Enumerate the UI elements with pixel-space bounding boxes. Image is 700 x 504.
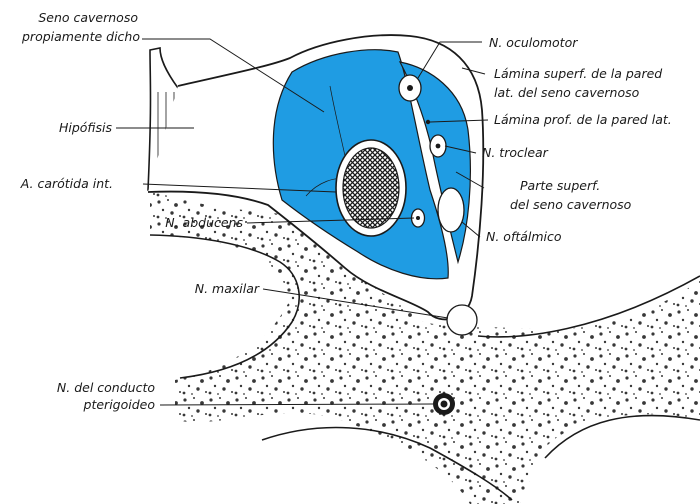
label-hipofisis: Hipófisis bbox=[59, 120, 113, 135]
label-seno-cavernoso-2: propiamente dicho bbox=[21, 29, 140, 44]
label-oftalmico: N. oftálmico bbox=[486, 229, 562, 244]
label-carotida: A. carótida int. bbox=[20, 176, 113, 191]
label-parte-superf-2: del seno cavernoso bbox=[510, 197, 632, 212]
label-pterigoideo-2: pterigoideo bbox=[83, 397, 156, 412]
label-parte-superf-1: Parte superf. bbox=[520, 178, 600, 193]
trochlear-nerve bbox=[430, 135, 446, 157]
label-lamina-superf-2: lat. del seno cavernoso bbox=[494, 85, 640, 100]
label-maxilar: N. maxilar bbox=[195, 281, 260, 296]
label-lamina-superf-1: Lámina superf. de la pared bbox=[494, 66, 662, 81]
oculomotor-nerve bbox=[399, 75, 421, 101]
internal-carotid-artery bbox=[336, 140, 406, 236]
maxillary-nerve bbox=[447, 305, 477, 335]
label-pterigoideo-1: N. del conducto bbox=[57, 380, 155, 395]
label-abducens: N. abducens bbox=[165, 215, 243, 230]
ophthalmic-nerve bbox=[438, 188, 464, 232]
label-troclear: N. troclear bbox=[482, 145, 549, 160]
pterygoid-canal-nerve bbox=[433, 393, 455, 415]
label-lamina-prof: Lámina prof. de la pared lat. bbox=[494, 112, 672, 127]
label-oculomotor: N. oculomotor bbox=[489, 35, 578, 50]
label-seno-cavernoso-1: Seno cavernoso bbox=[38, 10, 138, 25]
small-vessel-dot bbox=[426, 120, 430, 124]
